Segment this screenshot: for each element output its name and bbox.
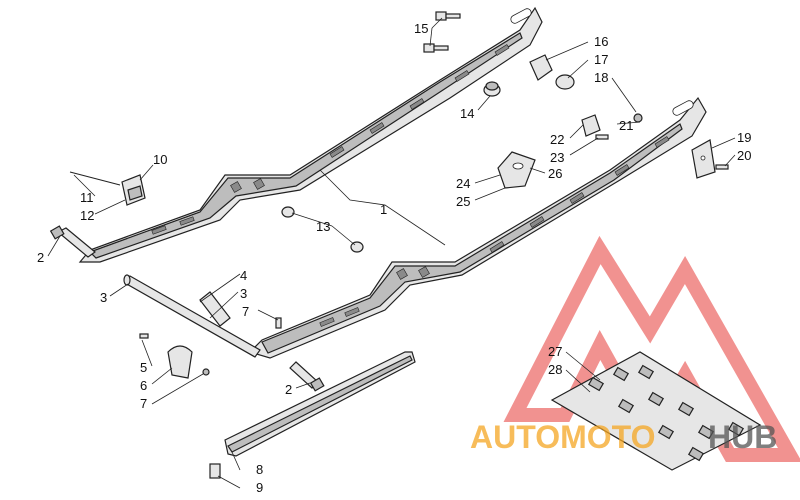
callout-11: 11 <box>80 190 94 205</box>
callout-4: 4 <box>240 268 247 283</box>
callout-1: 1 <box>380 202 387 217</box>
callout-20: 20 <box>737 148 751 163</box>
spacer-16-17 <box>529 54 575 90</box>
watermark-brand-part1: AUTOMOTO <box>470 419 655 455</box>
rail-upper <box>78 6 543 263</box>
slide-8 <box>209 351 416 479</box>
callout-8: 8 <box>256 462 263 477</box>
callout-16: 16 <box>594 34 608 49</box>
bolt-15 <box>423 11 461 53</box>
callout-13: 13 <box>316 219 330 234</box>
bolt-2-left <box>49 225 96 258</box>
callout-28: 28 <box>548 362 562 377</box>
leader-lines <box>47 17 736 489</box>
callout-9: 9 <box>256 480 263 495</box>
rail-lower <box>248 96 707 359</box>
callout-21: 21 <box>619 118 633 133</box>
watermark-brand-part2: HUB <box>708 419 777 455</box>
callout-labels: 15 16 17 18 14 22 21 23 19 20 10 11 12 2… <box>37 21 751 495</box>
callout-14: 14 <box>460 106 474 121</box>
watermark-logo <box>503 235 800 462</box>
mount-24-26 <box>497 151 536 189</box>
track-27-28 <box>550 351 762 471</box>
watermark-text: AUTOMOTO HUB <box>470 419 777 455</box>
callout-19: 19 <box>737 130 751 145</box>
callout-24: 24 <box>456 176 470 191</box>
callout-3-upper: 3 <box>240 286 247 301</box>
track-lugs <box>587 364 745 462</box>
callout-12: 12 <box>80 208 94 223</box>
callout-27: 27 <box>548 344 562 359</box>
bolt-2-right <box>289 361 325 392</box>
callout-25: 25 <box>456 194 470 209</box>
callout-23: 23 <box>550 150 564 165</box>
callout-3-lower: 3 <box>100 290 107 305</box>
callout-7-upper: 7 <box>242 304 249 319</box>
rail-upper-slots <box>151 44 510 235</box>
callout-26: 26 <box>548 166 562 181</box>
bumper-5-6-7 <box>139 317 282 379</box>
bushing-14 <box>483 81 501 97</box>
callout-18: 18 <box>594 70 608 85</box>
callout-5: 5 <box>140 360 147 375</box>
callout-22: 22 <box>550 132 564 147</box>
callout-2-left: 2 <box>37 250 44 265</box>
callout-15: 15 <box>414 21 428 36</box>
rail-lower-slots <box>319 136 670 327</box>
callout-2-right: 2 <box>285 382 292 397</box>
bracket-10-11-12 <box>69 171 146 206</box>
bracket-19-20 <box>691 139 729 179</box>
callout-10: 10 <box>153 152 167 167</box>
callout-7-lower: 7 <box>140 396 147 411</box>
callout-17: 17 <box>594 52 608 67</box>
callout-6: 6 <box>140 378 147 393</box>
nut-18 <box>633 113 643 123</box>
block-22-23 <box>581 114 609 140</box>
cross-shaft <box>123 274 261 358</box>
